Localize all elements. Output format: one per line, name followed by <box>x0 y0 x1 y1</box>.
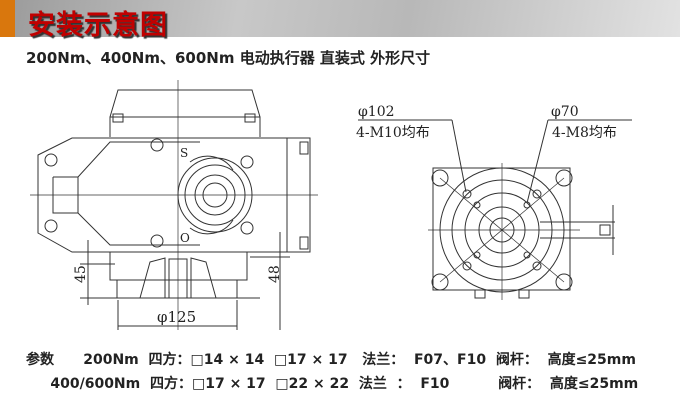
bottom-view: φ102 4-M10均布 φ70 4-M8均布 <box>356 104 632 300</box>
label-phi70: φ70 <box>551 104 579 120</box>
dim-48: 48 <box>267 265 283 283</box>
dim-phi125: φ125 <box>157 308 196 326</box>
mark-s: S <box>180 146 188 160</box>
label-4-m10: 4-M10均布 <box>356 125 430 141</box>
screw-icons <box>44 138 254 248</box>
side-view: S O 45 48 φ125 <box>30 80 318 330</box>
label-4-m8: 4-M8均布 <box>552 125 617 141</box>
page-title: 安装示意图 <box>28 10 168 41</box>
mark-o: O <box>180 231 190 245</box>
label-phi102: φ102 <box>358 104 395 120</box>
params-row-400-600nm: 400/600Nm 四方：□17 × 17 □22 × 22 法兰 ： F10 … <box>26 376 639 392</box>
header-banner: 安装示意图 <box>0 0 680 41</box>
dim-45: 45 <box>73 265 89 283</box>
params-row-200nm: 参数 200Nm 四方：□14 × 14 □17 × 17 法兰： F07、F1… <box>26 352 636 368</box>
accent-stripe <box>0 0 15 37</box>
subtitle: 200Nm、400Nm、600Nm 电动执行器 直装式 外形尺寸 <box>26 49 431 67</box>
